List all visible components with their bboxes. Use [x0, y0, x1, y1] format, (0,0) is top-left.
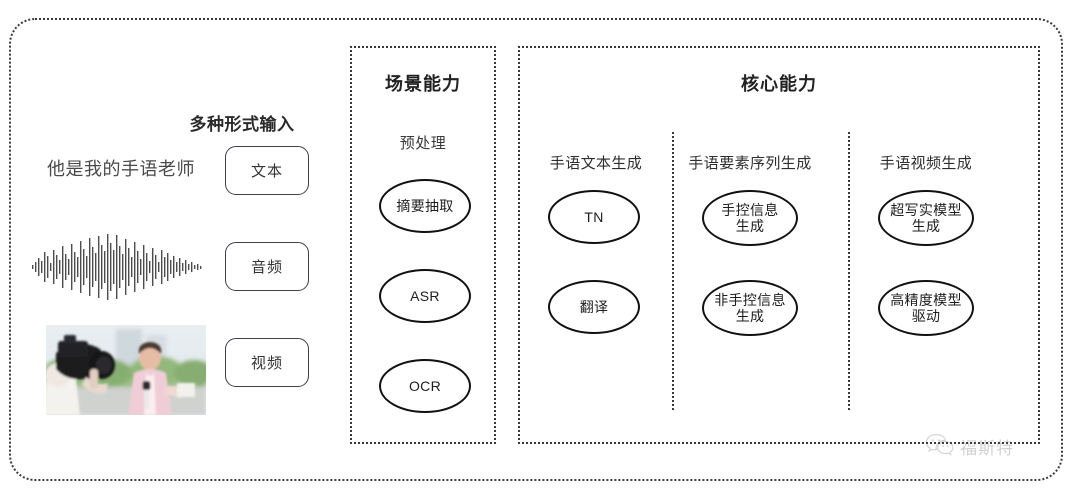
sample-sentence-text: 他是我的手语老师 [47, 159, 195, 179]
core-column-sign-video-generation: 手语视频生成 超写实模型生成 高精度模型驱动 [850, 132, 1002, 422]
scene-capability-panel: 场景能力 预处理 摘要抽取 ASR OCR [350, 46, 496, 444]
node-hyperrealistic-model-generation[interactable]: 超写实模型生成 [878, 190, 974, 246]
core-capability-panel: 核心能力 手语文本生成 TN 翻译 手语要素序列生成 手控信息生成 非手控信息生… [518, 46, 1040, 444]
node-summary-extraction[interactable]: 摘要抽取 [379, 179, 471, 233]
node-translation[interactable]: 翻译 [548, 280, 640, 334]
core-column-sign-element-sequence: 手语要素序列生成 手控信息生成 非手控信息生成 [674, 132, 826, 422]
node-asr[interactable]: ASR [379, 269, 471, 323]
input-chip-audio[interactable]: 音频 [225, 242, 309, 291]
core-column-1-heading: 手语要素序列生成 [688, 155, 812, 172]
video-thumbnail [46, 325, 206, 415]
core-column-divider-1 [672, 132, 674, 410]
multi-input-heading: 多种形式输入 [189, 115, 295, 134]
watermark: 福斯特 [925, 432, 1014, 461]
audio-waveform-graphic [30, 232, 204, 302]
input-chip-text[interactable]: 文本 [225, 146, 309, 195]
scene-panel-title: 场景能力 [385, 74, 461, 94]
node-tn[interactable]: TN [548, 190, 640, 244]
input-section: 多种形式输入 他是我的手语老师 [22, 40, 332, 450]
core-column-sign-text-generation: 手语文本生成 TN 翻译 [520, 132, 672, 422]
node-ocr[interactable]: OCR [379, 359, 471, 413]
node-non-manual-info-generation[interactable]: 非手控信息生成 [702, 280, 798, 336]
core-panel-title: 核心能力 [741, 74, 817, 94]
core-column-divider-2 [848, 132, 850, 410]
core-column-0-heading: 手语文本生成 [549, 155, 643, 172]
node-manual-info-generation[interactable]: 手控信息生成 [702, 190, 798, 246]
core-column-2-heading: 手语视频生成 [879, 155, 973, 172]
watermark-text: 福斯特 [960, 439, 1014, 458]
diagram-outer-frame [9, 18, 1063, 481]
node-high-precision-model-driving[interactable]: 高精度模型驱动 [878, 280, 974, 336]
scene-panel-subtitle: 预处理 [399, 135, 447, 152]
input-chip-video[interactable]: 视频 [225, 338, 309, 387]
wechat-icon [925, 432, 955, 461]
